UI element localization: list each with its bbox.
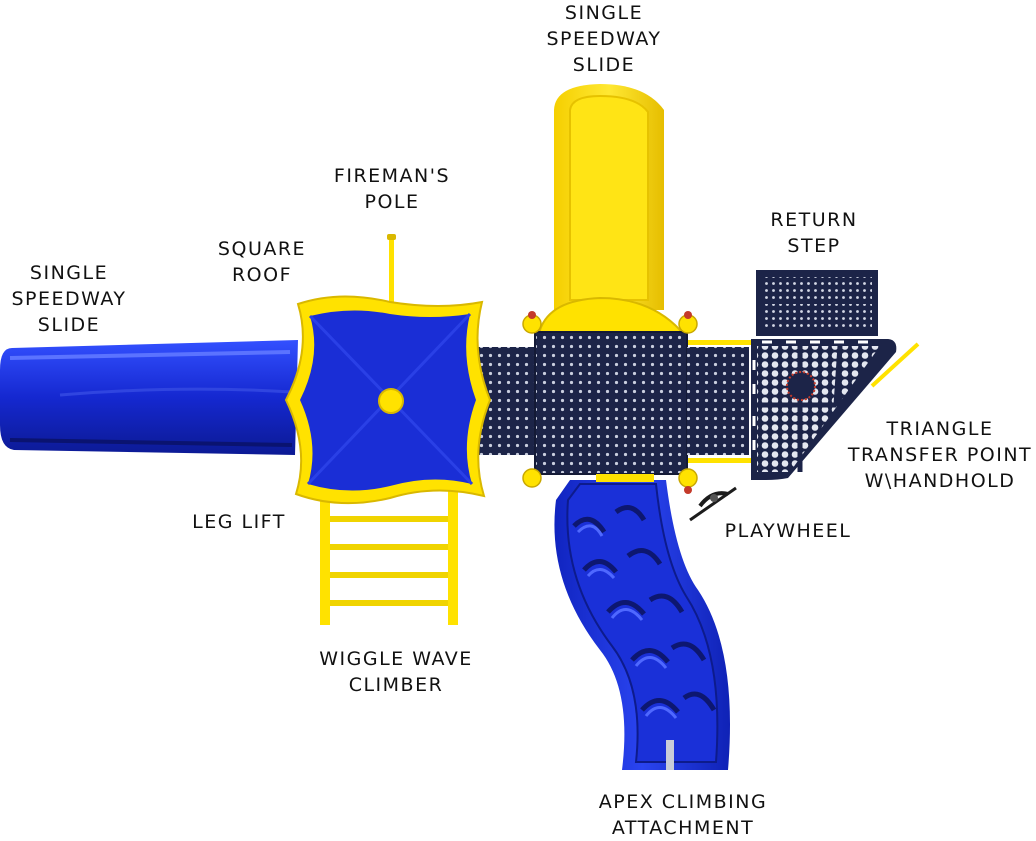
- right-deck: [687, 347, 749, 455]
- apex-climbing-attachment: [554, 474, 730, 770]
- triangle-transfer-point: [751, 339, 920, 480]
- deck-post-caps: [522, 311, 698, 494]
- return-step: [756, 270, 878, 336]
- right-deck-rails: [688, 340, 756, 463]
- wiggle-wave-climber: [320, 490, 458, 625]
- fireman-pole: [387, 234, 396, 306]
- playwheel-label: PLAYWHEEL: [724, 520, 852, 542]
- left-speedway-slide: [0, 340, 298, 455]
- leg-lift-label: LEG LIFT: [192, 511, 286, 533]
- square-roof: [284, 295, 492, 505]
- playwheel: [689, 486, 737, 522]
- center-deck: [534, 331, 688, 475]
- top-speedway-slide: [539, 84, 681, 341]
